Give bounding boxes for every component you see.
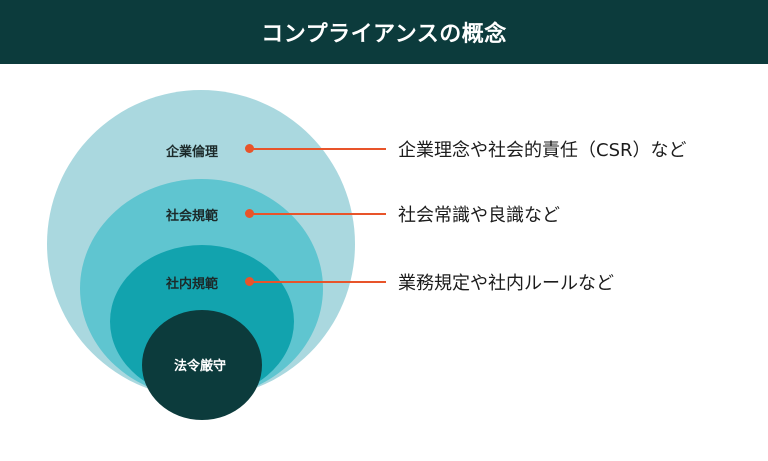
circle-legal-compliance [142,310,262,420]
leader-line-internal-rules [252,280,386,283]
page-title: コンプライアンスの概念 [261,22,507,47]
label-internal-rules: 社内規範 [166,277,219,292]
label-social-norms: 社会規範 [166,209,219,224]
description-social-norms: 社会常識や良識など [398,205,560,226]
label-legal-compliance: 法令厳守 [174,359,227,374]
description-corporate-ethics: 企業理念や社会的責任（CSR）など [398,140,687,161]
label-corporate-ethics: 企業倫理 [166,145,219,160]
leader-line-social-norms [252,212,386,215]
leader-dot-social-norms [245,209,254,218]
header-banner: コンプライアンスの概念 [0,0,768,64]
description-internal-rules: 業務規定や社内ルールなど [398,273,614,294]
leader-dot-internal-rules [245,277,254,286]
leader-line-corporate-ethics [252,147,386,150]
leader-dot-corporate-ethics [245,144,254,153]
